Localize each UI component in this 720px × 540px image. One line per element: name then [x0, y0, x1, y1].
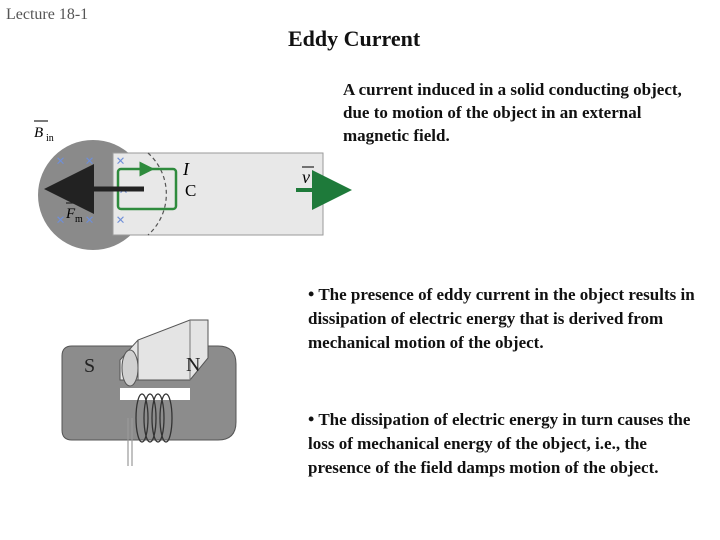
bullet-marker: •	[308, 284, 315, 304]
field-marker: ×	[116, 212, 125, 229]
field-marker: ×	[56, 212, 65, 229]
b-field-subscript: in	[46, 133, 54, 144]
loop-label: C	[185, 181, 196, 200]
pole-face	[121, 349, 139, 387]
south-pole-label: S	[84, 355, 95, 377]
conducting-plate	[112, 152, 324, 236]
north-pole-label: N	[186, 354, 200, 376]
field-marker: ×	[85, 153, 94, 170]
bullet-eddy-dissipation: •The presence of eddy current in the obj…	[308, 282, 708, 355]
force-label: F	[65, 206, 76, 222]
bullet-marker: •	[308, 409, 315, 429]
magnet-gap	[120, 388, 190, 400]
b-field-label: B	[34, 125, 43, 141]
definition-text: A current induced in a solid conducting …	[343, 80, 682, 145]
field-marker: ×	[56, 153, 65, 170]
force-subscript: m	[75, 214, 83, 225]
field-marker: ×	[85, 212, 94, 229]
bullet-damping: •The dissipation of electric energy in t…	[308, 407, 708, 480]
lecture-number: Lecture 18-1	[6, 6, 89, 23]
bullet-text: The presence of eddy current in the obje…	[308, 285, 695, 352]
magnet-coil-figure: S N	[58, 318, 248, 475]
velocity-label: v	[302, 167, 310, 187]
eddy-current-figure: B in × × × × × × × × I C F m v	[28, 112, 358, 267]
field-marker: ×	[116, 153, 125, 170]
current-label: I	[182, 159, 190, 179]
coil	[135, 393, 173, 443]
bullet-text: The dissipation of electric energy in tu…	[308, 410, 691, 477]
slide-title: Eddy Current	[288, 26, 421, 51]
